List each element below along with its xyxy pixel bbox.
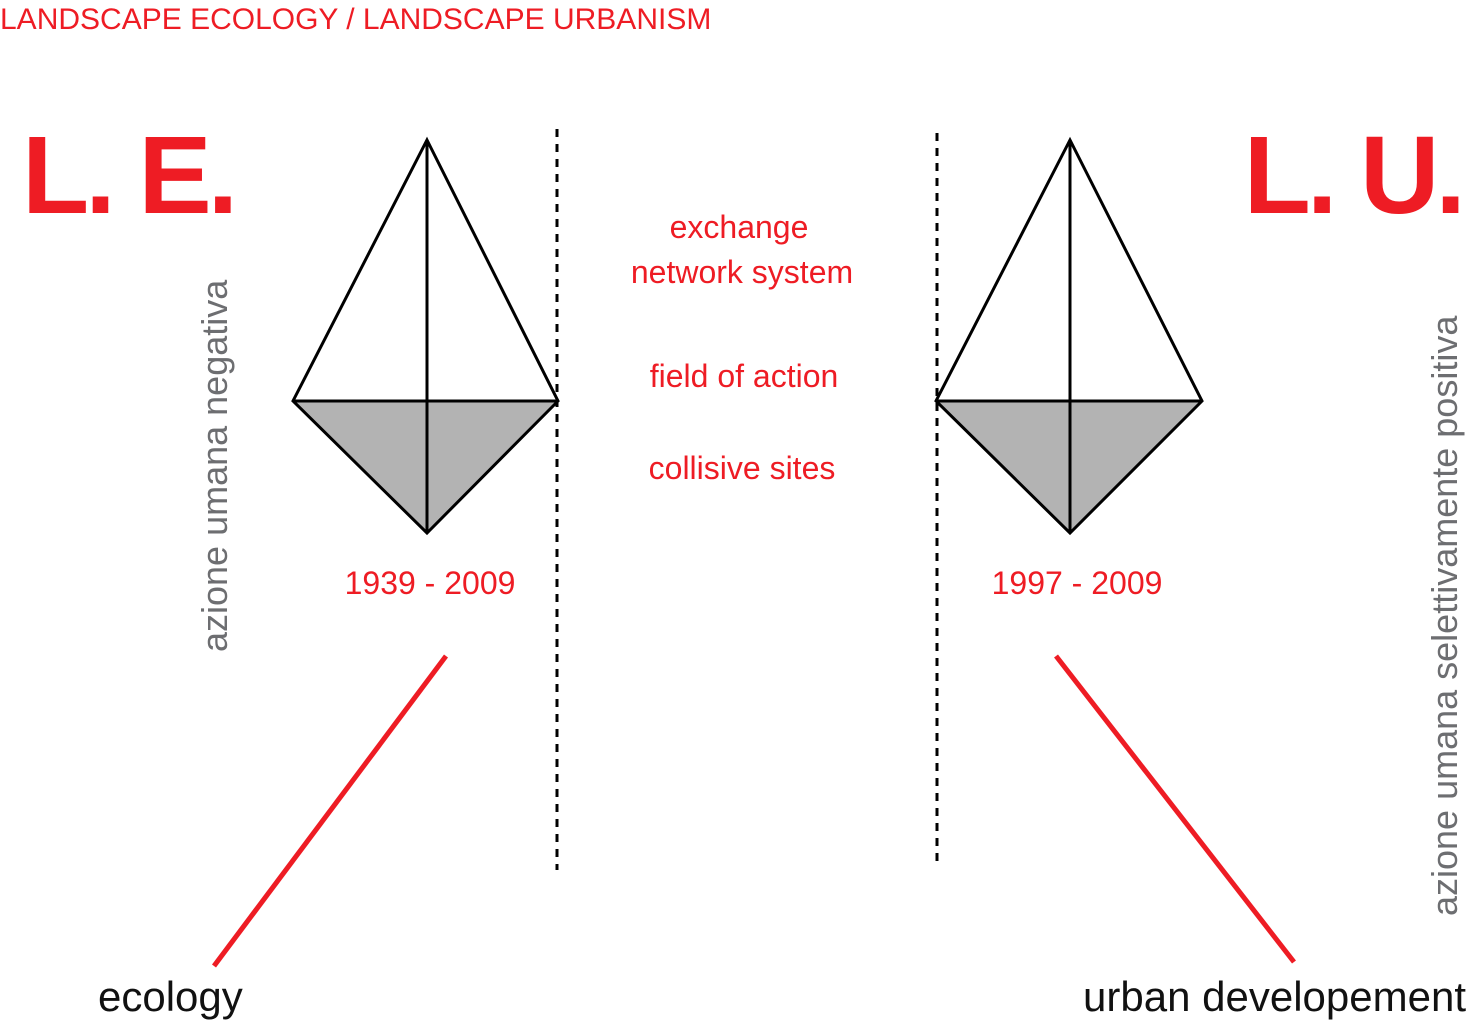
center-text-exchange: exchange: [670, 209, 809, 245]
left-period-label: 1939 - 2009: [345, 565, 516, 601]
center-text-collisive-sites: collisive sites: [649, 450, 836, 486]
center-text-network-system: network system: [631, 254, 853, 290]
right-vertical-caption: azione umana selettivamente positiva: [1424, 315, 1465, 916]
right-abbreviation: L. U.: [1244, 114, 1462, 237]
left-bottom-label: ecology: [98, 973, 243, 1020]
right-diamond: [934, 136, 1204, 536]
left-red-connector: [211, 654, 449, 968]
right-bottom-label: urban developement: [1083, 973, 1466, 1020]
center-text-field-of-action: field of action: [650, 358, 839, 394]
right-red-connector: [1054, 654, 1296, 964]
left-vertical-caption: azione umana negativa: [194, 279, 235, 652]
left-diamond: [291, 136, 560, 536]
right-period-label: 1997 - 2009: [992, 565, 1163, 601]
left-abbreviation: L. E.: [22, 114, 234, 237]
header-title: LANDSCAPE ECOLOGY / LANDSCAPE URBANISM: [0, 3, 711, 36]
